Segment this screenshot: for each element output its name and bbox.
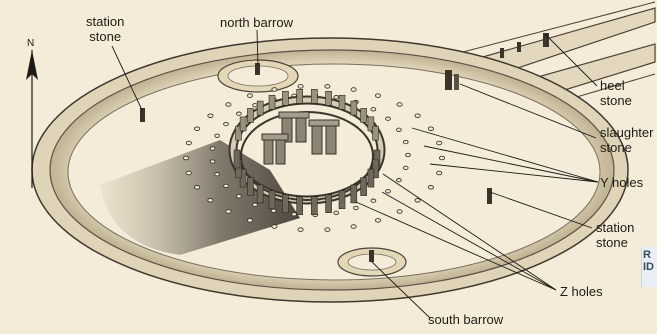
y-hole <box>428 186 433 190</box>
y-hole <box>351 225 356 229</box>
sarsen-upright <box>326 195 332 213</box>
y-hole <box>325 85 330 89</box>
y-hole <box>415 114 420 118</box>
y-hole <box>195 127 200 131</box>
label-station-stone-se: station stone <box>596 220 634 250</box>
sarsen-upright <box>339 191 345 209</box>
y-hole <box>247 219 252 223</box>
y-hole <box>325 228 330 232</box>
station-stone-nw <box>140 108 145 122</box>
sarsen-upright <box>339 95 345 109</box>
z-hole <box>237 112 242 115</box>
y-hole <box>375 219 380 223</box>
sarsen-upright <box>311 197 317 215</box>
y-hole <box>186 171 191 175</box>
y-hole <box>397 210 402 214</box>
slaughter-stone-marker <box>445 70 452 90</box>
z-hole <box>334 96 339 99</box>
y-hole <box>272 88 277 92</box>
sarsen-upright <box>368 169 374 187</box>
sarsen-upright <box>269 191 275 209</box>
y-hole <box>186 141 191 145</box>
avenue-stone-1 <box>500 48 504 58</box>
label-south-barrow: south barrow <box>428 312 503 327</box>
z-hole <box>406 153 411 156</box>
z-hole <box>397 128 402 131</box>
z-hole <box>371 199 376 202</box>
z-hole <box>210 160 215 163</box>
y-hole <box>375 94 380 98</box>
z-hole <box>210 147 215 150</box>
z-hole <box>403 140 408 143</box>
y-hole <box>437 171 442 175</box>
sarsen-upright <box>326 91 332 105</box>
y-hole <box>437 141 442 145</box>
y-hole <box>397 103 402 107</box>
y-hole <box>272 225 277 229</box>
z-hole <box>237 195 242 198</box>
slaughter-stone-marker-2 <box>454 74 459 90</box>
z-hole <box>386 117 391 120</box>
z-hole <box>253 203 258 206</box>
sarsen-upright <box>282 91 288 105</box>
label-z-holes: Z holes <box>560 284 603 299</box>
sarsen-upright <box>282 195 288 213</box>
sarsen-upright <box>297 89 303 103</box>
y-hole <box>208 199 213 203</box>
z-hole <box>292 213 297 216</box>
avenue-stone-2 <box>517 42 521 52</box>
y-hole <box>195 186 200 190</box>
sarsen-upright <box>240 117 246 131</box>
z-hole <box>271 209 276 212</box>
z-hole <box>215 173 220 176</box>
sarsen-upright <box>351 185 357 203</box>
y-hole <box>298 228 303 232</box>
z-hole <box>403 166 408 169</box>
station-stone-se <box>487 188 492 204</box>
sarsen-upright <box>361 108 367 122</box>
label-north-barrow: north barrow <box>220 15 293 30</box>
label-heel-stone: heel stone <box>600 78 632 108</box>
y-hole <box>351 88 356 92</box>
sarsen-upright <box>257 101 263 115</box>
z-hole <box>371 108 376 111</box>
sarsen-upright <box>373 126 379 140</box>
sarsen-upright <box>234 150 240 168</box>
y-hole <box>226 210 231 214</box>
label-y-holes: Y holes <box>600 175 643 190</box>
z-hole <box>334 211 339 214</box>
page-edge-fragment-text: R ID <box>643 249 654 273</box>
sarsen-upright <box>351 101 357 115</box>
compass-north-letter: N <box>27 38 34 49</box>
y-hole <box>208 114 213 118</box>
sarsen-upright <box>361 178 367 196</box>
y-hole <box>415 199 420 203</box>
y-hole <box>439 156 444 160</box>
sarsen-upright <box>247 178 253 196</box>
sarsen-upright <box>269 95 275 109</box>
z-hole <box>215 134 220 137</box>
label-slaughter-stone: slaughter stone <box>600 125 653 155</box>
z-hole <box>354 206 359 209</box>
z-hole <box>397 179 402 182</box>
y-hole <box>183 156 188 160</box>
y-hole <box>226 103 231 107</box>
sarsen-upright <box>297 197 303 215</box>
z-hole <box>253 104 258 107</box>
z-hole <box>224 122 229 125</box>
y-hole <box>298 85 303 89</box>
sarsen-upright <box>311 89 317 103</box>
label-station-stone-nw: station stone <box>86 14 124 44</box>
z-hole <box>386 190 391 193</box>
y-hole <box>247 94 252 98</box>
sarsen-upright <box>247 108 253 122</box>
z-hole <box>224 184 229 187</box>
sarsen-upright <box>257 185 263 203</box>
y-hole <box>428 127 433 131</box>
